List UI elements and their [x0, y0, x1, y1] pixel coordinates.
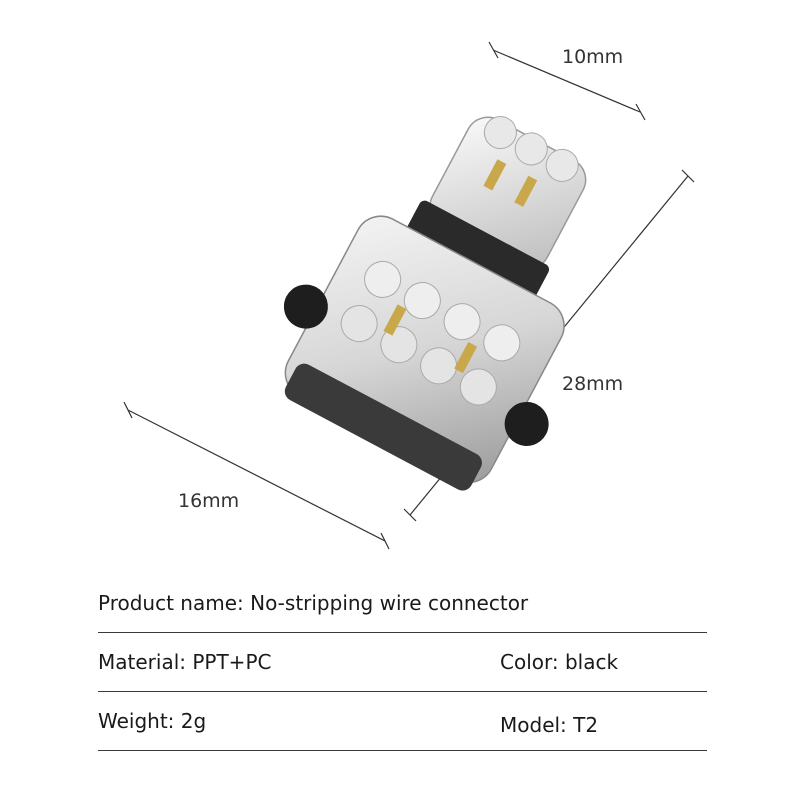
connector-illustration	[283, 116, 587, 491]
divider	[98, 691, 707, 692]
product-name-label: Product name: No-stripping wire connecto…	[98, 591, 529, 615]
material-label: Material: PPT+PC	[98, 650, 272, 674]
dimension-depth-label: 16mm	[178, 490, 240, 512]
dimension-width-label: 10mm	[562, 46, 624, 68]
color-label: Color: black	[500, 650, 619, 674]
divider	[98, 632, 707, 633]
divider	[98, 750, 707, 751]
dimension-length-label: 28mm	[562, 373, 624, 395]
model-label: Model: T2	[500, 713, 599, 737]
black-band	[406, 200, 550, 299]
product-photo	[123, 41, 695, 550]
wire-hole	[504, 401, 549, 446]
weight-label: Weight: 2g	[98, 709, 207, 733]
wire-hole	[283, 284, 328, 329]
